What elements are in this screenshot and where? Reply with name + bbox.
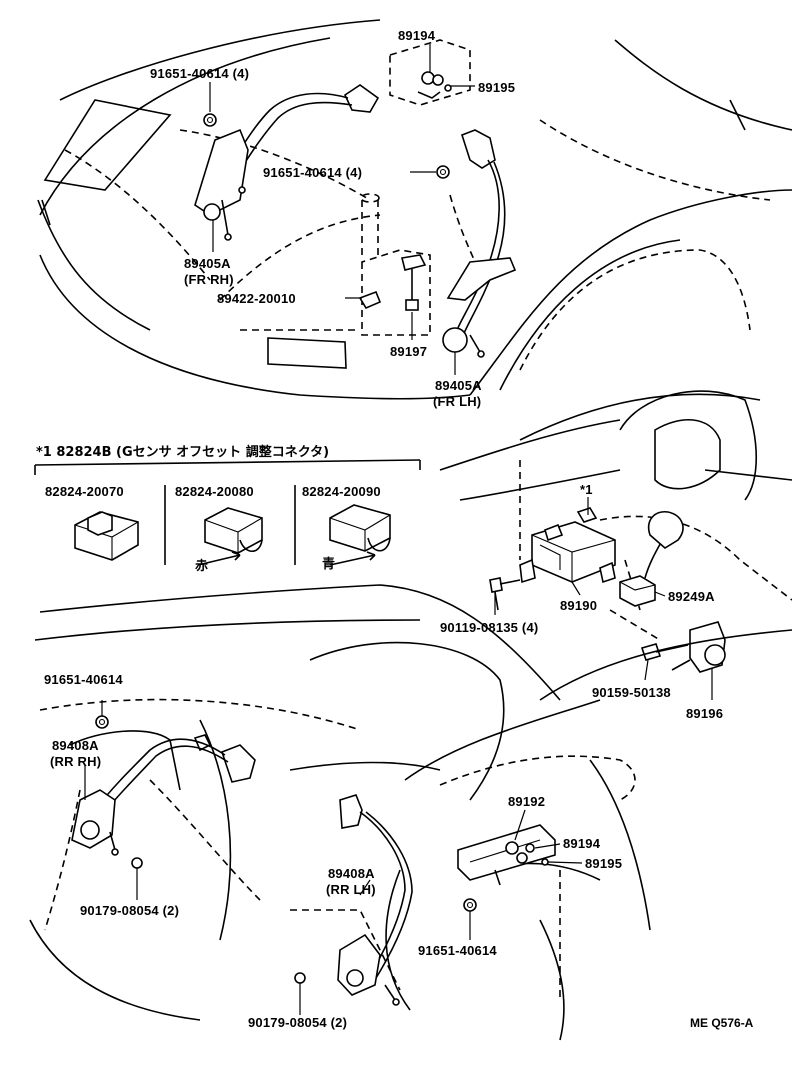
- label-91651-mid: 91651-40614 (4): [263, 165, 362, 180]
- centre-reservoir: [358, 193, 431, 336]
- label-91651-rr: 91651-40614: [44, 672, 123, 687]
- label-91651-bot: 91651-40614: [418, 943, 497, 958]
- rr-rh-height-sensor: [71, 734, 256, 856]
- legend-color-red: 赤: [195, 558, 208, 574]
- label-89196: 89196: [686, 706, 723, 721]
- ref-code: ME Q576-A: [690, 1016, 754, 1030]
- label-89405a-lh: 89405A: [435, 378, 482, 393]
- legend-part-2: 82824-20080: [175, 484, 254, 499]
- leader-lines: [84, 44, 713, 1015]
- label-star1: *1: [580, 482, 593, 497]
- fr-lh-height-sensor: [442, 129, 517, 358]
- label-89195-bot: 89195: [585, 856, 622, 871]
- label-89408a-lh: 89408A: [328, 866, 375, 881]
- label-90159: 90159-50138: [592, 685, 671, 700]
- label-89192: 89192: [508, 794, 545, 809]
- bracket-89192: [457, 824, 556, 886]
- label-91651-tl: 91651-40614 (4): [150, 66, 249, 81]
- label-89405a-lh-side: (FR LH): [433, 394, 481, 409]
- connector-82824-20090: [329, 504, 391, 566]
- bolt-90119: [489, 577, 521, 611]
- front-body-outline: [37, 19, 792, 400]
- label-89408a-rh: 89408A: [52, 738, 99, 753]
- connector-89249a: [619, 510, 684, 607]
- label-89190: 89190: [560, 598, 597, 613]
- label-89194-bot: 89194: [563, 836, 601, 851]
- label-89408a-rh-side: (RR RH): [50, 754, 101, 769]
- fr-rh-height-sensor: [194, 84, 380, 241]
- label-89249a: 89249A: [668, 589, 715, 604]
- part-labels: 89194 89195 91651-40614 (4) 91651-40614 …: [36, 28, 754, 1030]
- connector-82824-20070: [74, 511, 139, 561]
- label-90179-l: 90179-08054 (2): [80, 903, 179, 918]
- rr-lh-height-sensor: [337, 794, 413, 1006]
- label-90119: 90119-08135 (4): [440, 620, 538, 635]
- top-connector-cluster: [389, 39, 471, 106]
- nut-symbols: [95, 113, 477, 984]
- legend-title: *1 82824B (Gセンサ オフセット 調整コネクタ): [36, 444, 329, 460]
- label-89197: 89197: [390, 344, 427, 359]
- ecu-area-outline: [439, 390, 792, 611]
- label-89408a-lh-side: (RR LH): [326, 882, 376, 897]
- label-90179-b: 90179-08054 (2): [248, 1015, 347, 1030]
- legend-82824b: [34, 459, 421, 566]
- legend-part-3: 82824-20090: [302, 484, 381, 499]
- label-89405a-rh-side: (FR RH): [184, 272, 234, 287]
- label-89195-top: 89195: [478, 80, 515, 95]
- label-89422: 89422-20010: [217, 291, 296, 306]
- legend-part-1: 82824-20070: [45, 484, 124, 499]
- rear-body-outline: [29, 584, 792, 1041]
- label-89194-top: 89194: [398, 28, 436, 43]
- connector-82824-20080: [197, 507, 263, 566]
- label-89405a-rh: 89405A: [184, 256, 231, 271]
- ecu-89190: [519, 507, 616, 584]
- legend-color-blue: 青: [322, 556, 335, 572]
